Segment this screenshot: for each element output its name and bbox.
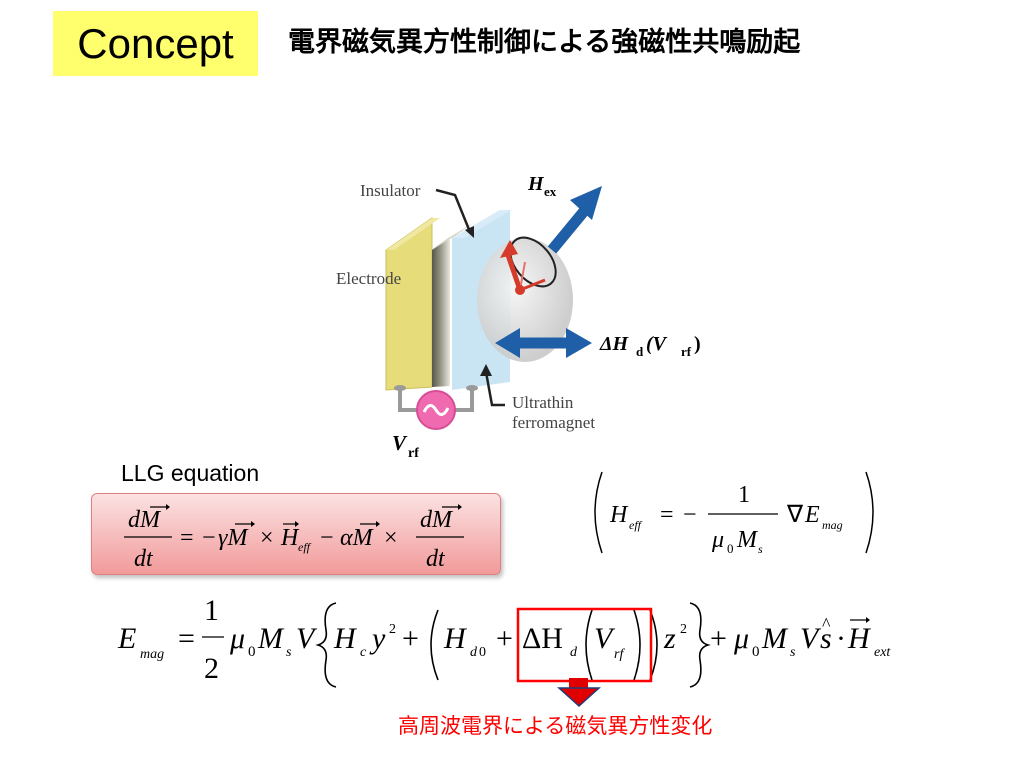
svg-text:μ: μ xyxy=(229,622,245,655)
magnetization-arrow xyxy=(500,236,557,295)
svg-text:d: d xyxy=(470,645,478,660)
svg-text:M: M xyxy=(761,622,789,655)
svg-text:ext: ext xyxy=(874,645,891,660)
svg-text:c: c xyxy=(360,645,367,660)
hex-label: H xyxy=(527,173,545,195)
svg-text:V: V xyxy=(800,622,822,655)
svg-text:H: H xyxy=(443,622,468,655)
heff-equation: H eff = − 1 μ 0 M s ∇ E mag xyxy=(594,471,874,556)
svg-text:s: s xyxy=(790,645,796,660)
svg-text:1: 1 xyxy=(738,482,750,508)
svg-text:dM: dM xyxy=(420,507,454,533)
svg-text:1: 1 xyxy=(204,594,219,627)
svg-text:=: = xyxy=(660,502,674,528)
rf-source-circuit xyxy=(394,385,478,430)
svg-text:V: V xyxy=(296,622,318,655)
svg-text:∇: ∇ xyxy=(786,502,804,528)
insulator-label: Insulator xyxy=(360,181,421,200)
svg-text:H: H xyxy=(280,525,300,551)
svg-text:2: 2 xyxy=(680,622,687,637)
svg-text:×: × xyxy=(260,525,274,551)
hd-field-arrow xyxy=(495,328,592,358)
ferromagnet-label: ferromagnet xyxy=(512,413,595,432)
svg-text:mag: mag xyxy=(140,647,164,662)
down-arrow xyxy=(557,678,601,708)
hex-field-arrow xyxy=(547,186,602,254)
svg-text:rf: rf xyxy=(614,647,625,662)
svg-text:2: 2 xyxy=(389,622,396,637)
svg-text:ΔH: ΔH xyxy=(522,622,563,655)
svg-text:E: E xyxy=(804,502,820,528)
svg-text:μ: μ xyxy=(711,527,724,553)
concept-label: Concept xyxy=(53,11,258,76)
hd-vrf-sub: rf xyxy=(681,344,692,359)
hd-vrf-close: ) xyxy=(694,333,701,355)
precession-sphere xyxy=(477,238,573,362)
energy-equation: E mag = 1 2 μ 0 M s V H c y 2 + H d 0 + … xyxy=(117,594,891,688)
llg-equation-label: LLG equation xyxy=(121,460,260,486)
svg-text:+: + xyxy=(402,622,419,655)
svg-text:V: V xyxy=(594,622,616,655)
svg-text:×: × xyxy=(384,525,398,551)
svg-text:αM: αM xyxy=(340,525,375,551)
svg-text:+: + xyxy=(710,622,727,655)
svg-text:−: − xyxy=(320,525,334,551)
svg-text:0: 0 xyxy=(727,541,734,556)
svg-text:y: y xyxy=(369,622,386,655)
hd-label: ΔH xyxy=(599,333,630,355)
page-title: 電界磁気異方性制御による強磁性共鳴励起 xyxy=(288,27,801,58)
vrf-label: V xyxy=(392,431,408,455)
svg-text:=: = xyxy=(180,525,194,551)
svg-text:s: s xyxy=(820,622,832,655)
svg-text:μ: μ xyxy=(733,622,749,655)
svg-text:H: H xyxy=(609,502,629,528)
llg-equation: dM dt = − γM × H eff − αM × dM dt xyxy=(124,504,464,572)
svg-text:E: E xyxy=(117,622,136,655)
svg-text:eff: eff xyxy=(298,540,312,554)
anisotropy-note: 高周波電界による磁気異方性変化 xyxy=(398,714,713,738)
svg-text:s: s xyxy=(758,542,763,556)
svg-text:eff: eff xyxy=(629,518,643,532)
svg-text:dt: dt xyxy=(134,546,154,572)
svg-text:H: H xyxy=(847,622,872,655)
svg-text:s: s xyxy=(286,645,292,660)
insulator-layer xyxy=(428,222,475,387)
svg-text:z: z xyxy=(663,622,676,655)
svg-text:2: 2 xyxy=(204,652,219,685)
svg-text:0: 0 xyxy=(752,644,760,660)
svg-text:M: M xyxy=(736,527,759,553)
svg-text:d: d xyxy=(570,645,578,660)
insulator-pointer xyxy=(435,188,472,233)
svg-text:0: 0 xyxy=(248,644,256,660)
svg-text:γM: γM xyxy=(218,525,249,551)
svg-text:=: = xyxy=(178,622,195,655)
svg-text:H: H xyxy=(333,622,358,655)
ultrathin-label: Ultrathin xyxy=(512,393,574,412)
hex-label-sub: ex xyxy=(544,184,557,199)
svg-text:−: − xyxy=(202,525,216,551)
svg-text:^: ^ xyxy=(822,614,831,634)
svg-text:mag: mag xyxy=(822,518,843,532)
electrode-label: Electrode xyxy=(336,269,401,288)
svg-text:dM: dM xyxy=(128,507,162,533)
vrf-label-sub: rf xyxy=(408,446,419,461)
svg-text:dt: dt xyxy=(426,546,446,572)
hd-label-sub: d xyxy=(636,344,644,359)
svg-text:−: − xyxy=(683,502,697,528)
svg-text:0: 0 xyxy=(479,645,486,660)
ferromagnet-pointer xyxy=(484,371,505,407)
hd-vrf-label: (V xyxy=(646,333,668,355)
svg-text:·: · xyxy=(836,622,846,655)
svg-text:+: + xyxy=(496,622,513,655)
svg-text:M: M xyxy=(257,622,285,655)
